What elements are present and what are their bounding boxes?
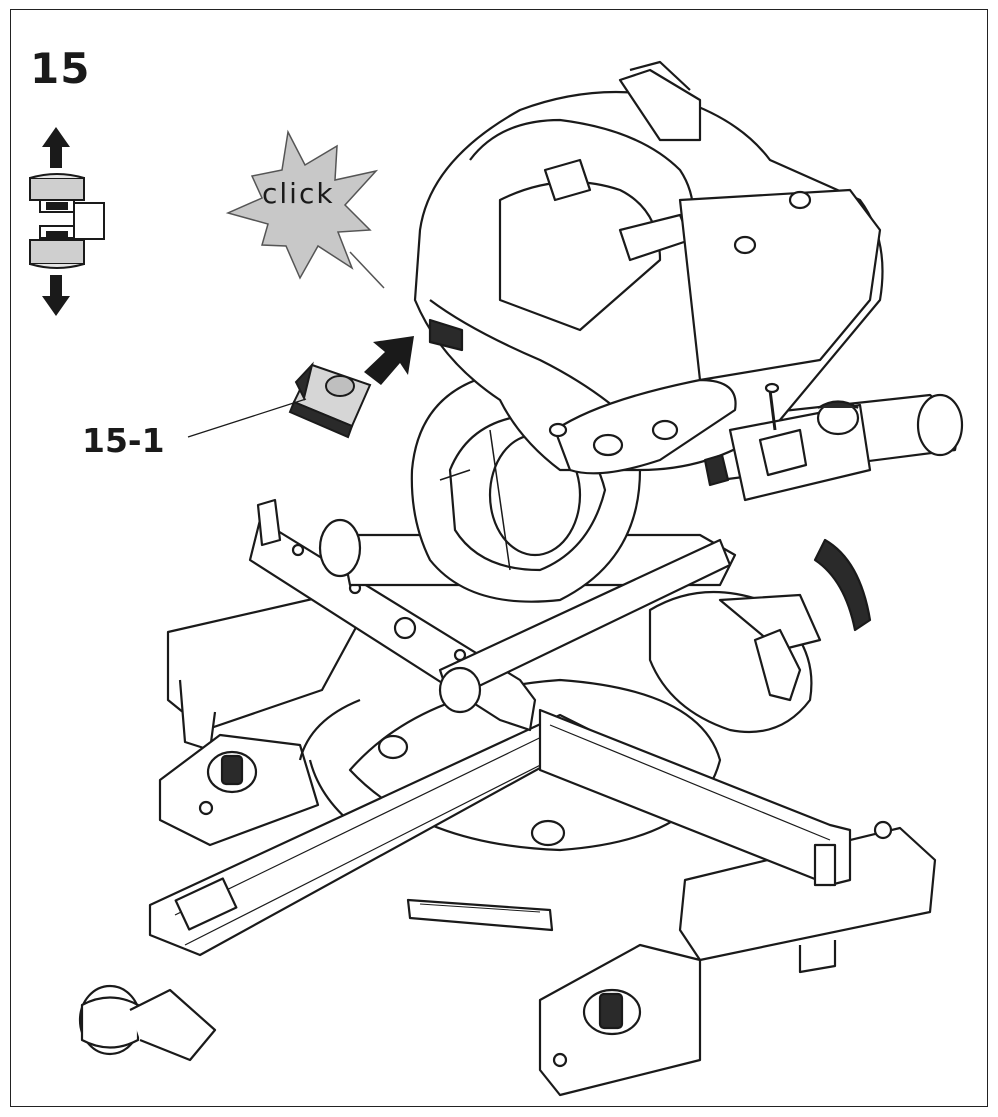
insert-part <box>288 361 372 439</box>
step-number: 15 <box>30 44 91 93</box>
click-starburst-icon <box>225 129 379 280</box>
click-label: click <box>262 177 335 210</box>
callout-leader-line <box>187 398 307 438</box>
part-callout-label: 15-1 <box>82 421 165 460</box>
miter-saw <box>78 60 964 1097</box>
black-insert-arrow-icon <box>364 336 414 385</box>
arrows-pull-apart-icon <box>29 127 105 316</box>
